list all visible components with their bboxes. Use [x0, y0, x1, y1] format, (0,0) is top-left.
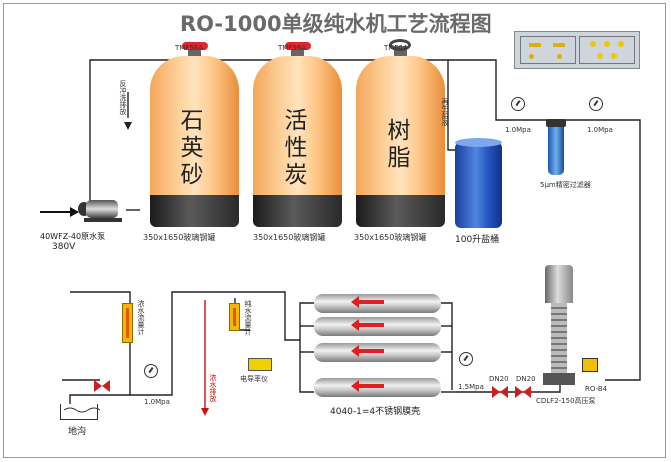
high-pressure-pump: [543, 265, 575, 385]
switch-icon[interactable]: [553, 43, 565, 47]
ro-membrane-2: [314, 317, 441, 336]
indicator-light-icon: [611, 53, 617, 59]
indicator-light-icon: [618, 41, 624, 47]
pressure-gauge-icon: [459, 352, 473, 366]
valve-wheel-icon[interactable]: [389, 39, 411, 51]
diagram-frame: [3, 3, 666, 458]
tank-label-resin: 树脂: [387, 118, 411, 171]
pressure-label-3: 1.5Mpa: [458, 383, 484, 391]
raw-pump-voltage: 380V: [52, 242, 76, 252]
membrane-shell-label: 4040-1=4不锈钢膜壳: [330, 407, 421, 417]
conductivity-meter: [248, 358, 272, 371]
backwash-label: 反冲洗排放: [119, 80, 127, 115]
valve-model-2: TMF56A: [278, 44, 307, 52]
panel-switch-section: [520, 36, 576, 64]
valve-label-a: DN20: [489, 375, 509, 383]
pressure-gauge-icon: [589, 97, 603, 111]
precision-filter: [546, 119, 566, 175]
control-panel: [514, 31, 640, 69]
pipe-membrane-return: [441, 302, 453, 390]
backwash-arrow: [124, 122, 132, 130]
drain-water: [63, 407, 101, 413]
tank-resin: [356, 39, 445, 227]
regen-label: 再生盐液: [441, 98, 449, 126]
tank-spec-3: 350x1650玻璃钢罐: [354, 233, 427, 242]
indicator-light-icon: [597, 53, 603, 59]
conc-out-label: 浓水排放: [209, 374, 217, 402]
pressure-gauge-icon: [511, 97, 525, 111]
panel-indicator-section: [579, 36, 635, 64]
controller-icon: [582, 358, 598, 372]
inlet-arrow: [40, 207, 79, 217]
controller-label: RO-B4: [585, 385, 608, 393]
valve-symbols: [94, 380, 531, 398]
tank-activated-carbon: [253, 42, 342, 227]
tank-spec-2: 350x1650玻璃钢罐: [253, 233, 326, 242]
flow-conc-label: 浓水流量计: [137, 300, 145, 335]
valve-model-3: TMF64: [384, 44, 408, 52]
ro-membrane-4: [314, 378, 441, 397]
flow-pure-label: 纯水流量计: [244, 300, 252, 335]
raw-water-pump: [78, 198, 126, 222]
salt-tank: [455, 138, 502, 228]
ro-membrane-1: [314, 294, 441, 313]
pressure-label-4: 1.0Mpa: [144, 398, 170, 406]
drain-sink: [60, 404, 98, 420]
indicator-light-icon: [604, 41, 610, 47]
ro-membrane-3: [314, 343, 441, 362]
tank-spec-1: 350x1650玻璃钢罐: [143, 233, 216, 242]
pipe-to-filter: [448, 59, 641, 381]
flowmeter-pure: [229, 303, 240, 331]
salt-tank-label: 100升盐桶: [455, 235, 500, 245]
tank-label-carbon: 活性炭: [284, 108, 308, 188]
flowmeter-concentrate: [122, 303, 133, 343]
hp-pump-label: CDLF2-150高压泵: [536, 397, 596, 405]
tank-quartz-sand: [150, 42, 239, 227]
switch-icon[interactable]: [529, 43, 541, 47]
pressure-label-1: 1.0Mpa: [505, 126, 531, 134]
pipe-drain-loop: [69, 291, 131, 404]
drain-arrow: [201, 408, 209, 416]
precision-filter-label: 5μm精密过滤器: [540, 181, 591, 189]
valve-handle-icon[interactable]: [285, 42, 311, 50]
valve-label-b: DN20: [516, 375, 536, 383]
raw-pump-model: 40WFZ-40原水泵: [40, 232, 106, 241]
indicator-light-icon: [590, 41, 596, 47]
valve-model-1: TMF56A: [175, 44, 204, 52]
diagram-title: RO-1000单级纯水机工艺流程图: [180, 12, 492, 36]
meter-label: 电导率仪: [240, 375, 268, 383]
pipe-membrane-left: [299, 302, 314, 393]
pressure-label-2: 1.0Mpa: [587, 126, 613, 134]
drain-label: 地沟: [68, 427, 87, 437]
tank-label-quartz: 石英砂: [180, 108, 204, 188]
pipe-pure-out: [130, 291, 300, 396]
valve-handle-icon[interactable]: [182, 42, 208, 50]
pressure-gauge-icon: [144, 364, 158, 378]
